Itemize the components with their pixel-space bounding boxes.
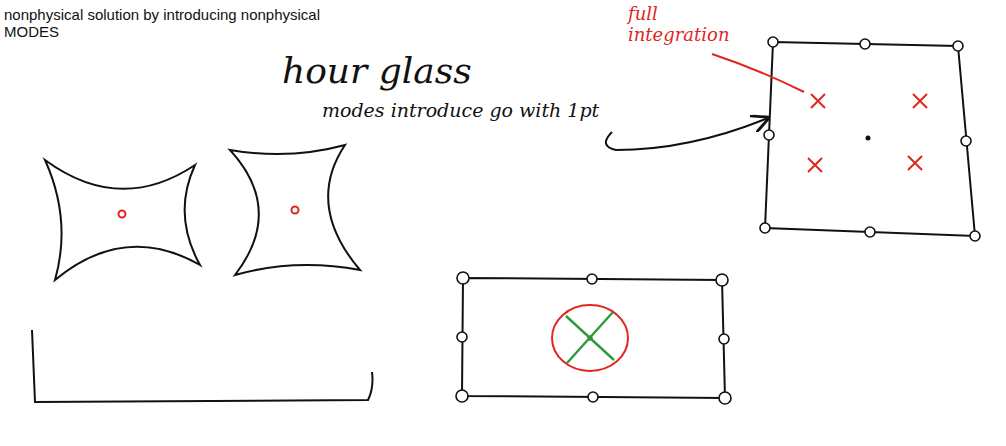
- node-circle: [764, 130, 774, 140]
- node-circle: [456, 390, 468, 402]
- pointer-arrow: [606, 118, 768, 150]
- node-circle: [719, 334, 729, 344]
- element-outline: [462, 278, 725, 398]
- node-circle: [768, 37, 778, 47]
- full-integration-element: [760, 37, 980, 241]
- handwritten-note: modes introduce go with 1pt: [322, 100, 612, 122]
- gauss-point-cross: [908, 156, 922, 170]
- node-circle: [860, 39, 870, 49]
- gauss-point-cross: [808, 158, 822, 172]
- handwritten-heading: hour glass: [282, 50, 542, 91]
- node-circle: [719, 392, 731, 404]
- node-circle: [961, 136, 971, 146]
- reduced-integration-element: [456, 272, 731, 404]
- node-circle: [716, 274, 728, 286]
- gauss-point-cross: [811, 94, 825, 108]
- node-circle: [588, 392, 598, 402]
- handwritten-note: full integration: [628, 4, 738, 45]
- center-dot: [866, 136, 871, 141]
- hourglass-shape: [230, 145, 360, 275]
- single-point-cross: [566, 312, 614, 363]
- gauss-points: [808, 94, 927, 172]
- hourglass-shape: [45, 160, 200, 280]
- integration-point: [119, 211, 126, 218]
- node-circle: [457, 332, 467, 342]
- bracket: [32, 330, 373, 402]
- node-circle: [457, 272, 469, 284]
- typed-note: nonphysical solution by introducing nonp…: [4, 6, 344, 41]
- integration-point: [292, 207, 299, 214]
- element-node-circles: [456, 272, 731, 404]
- node-circle: [760, 223, 770, 233]
- node-circle: [865, 227, 875, 237]
- node-circle: [587, 274, 597, 284]
- element-outline: [765, 42, 975, 236]
- gauss-point-cross: [913, 94, 927, 108]
- element-node-circles: [760, 37, 980, 241]
- node-circle: [953, 41, 963, 51]
- highlight-circle: [552, 305, 628, 371]
- node-circle: [970, 231, 980, 241]
- leader-line: [712, 54, 804, 92]
